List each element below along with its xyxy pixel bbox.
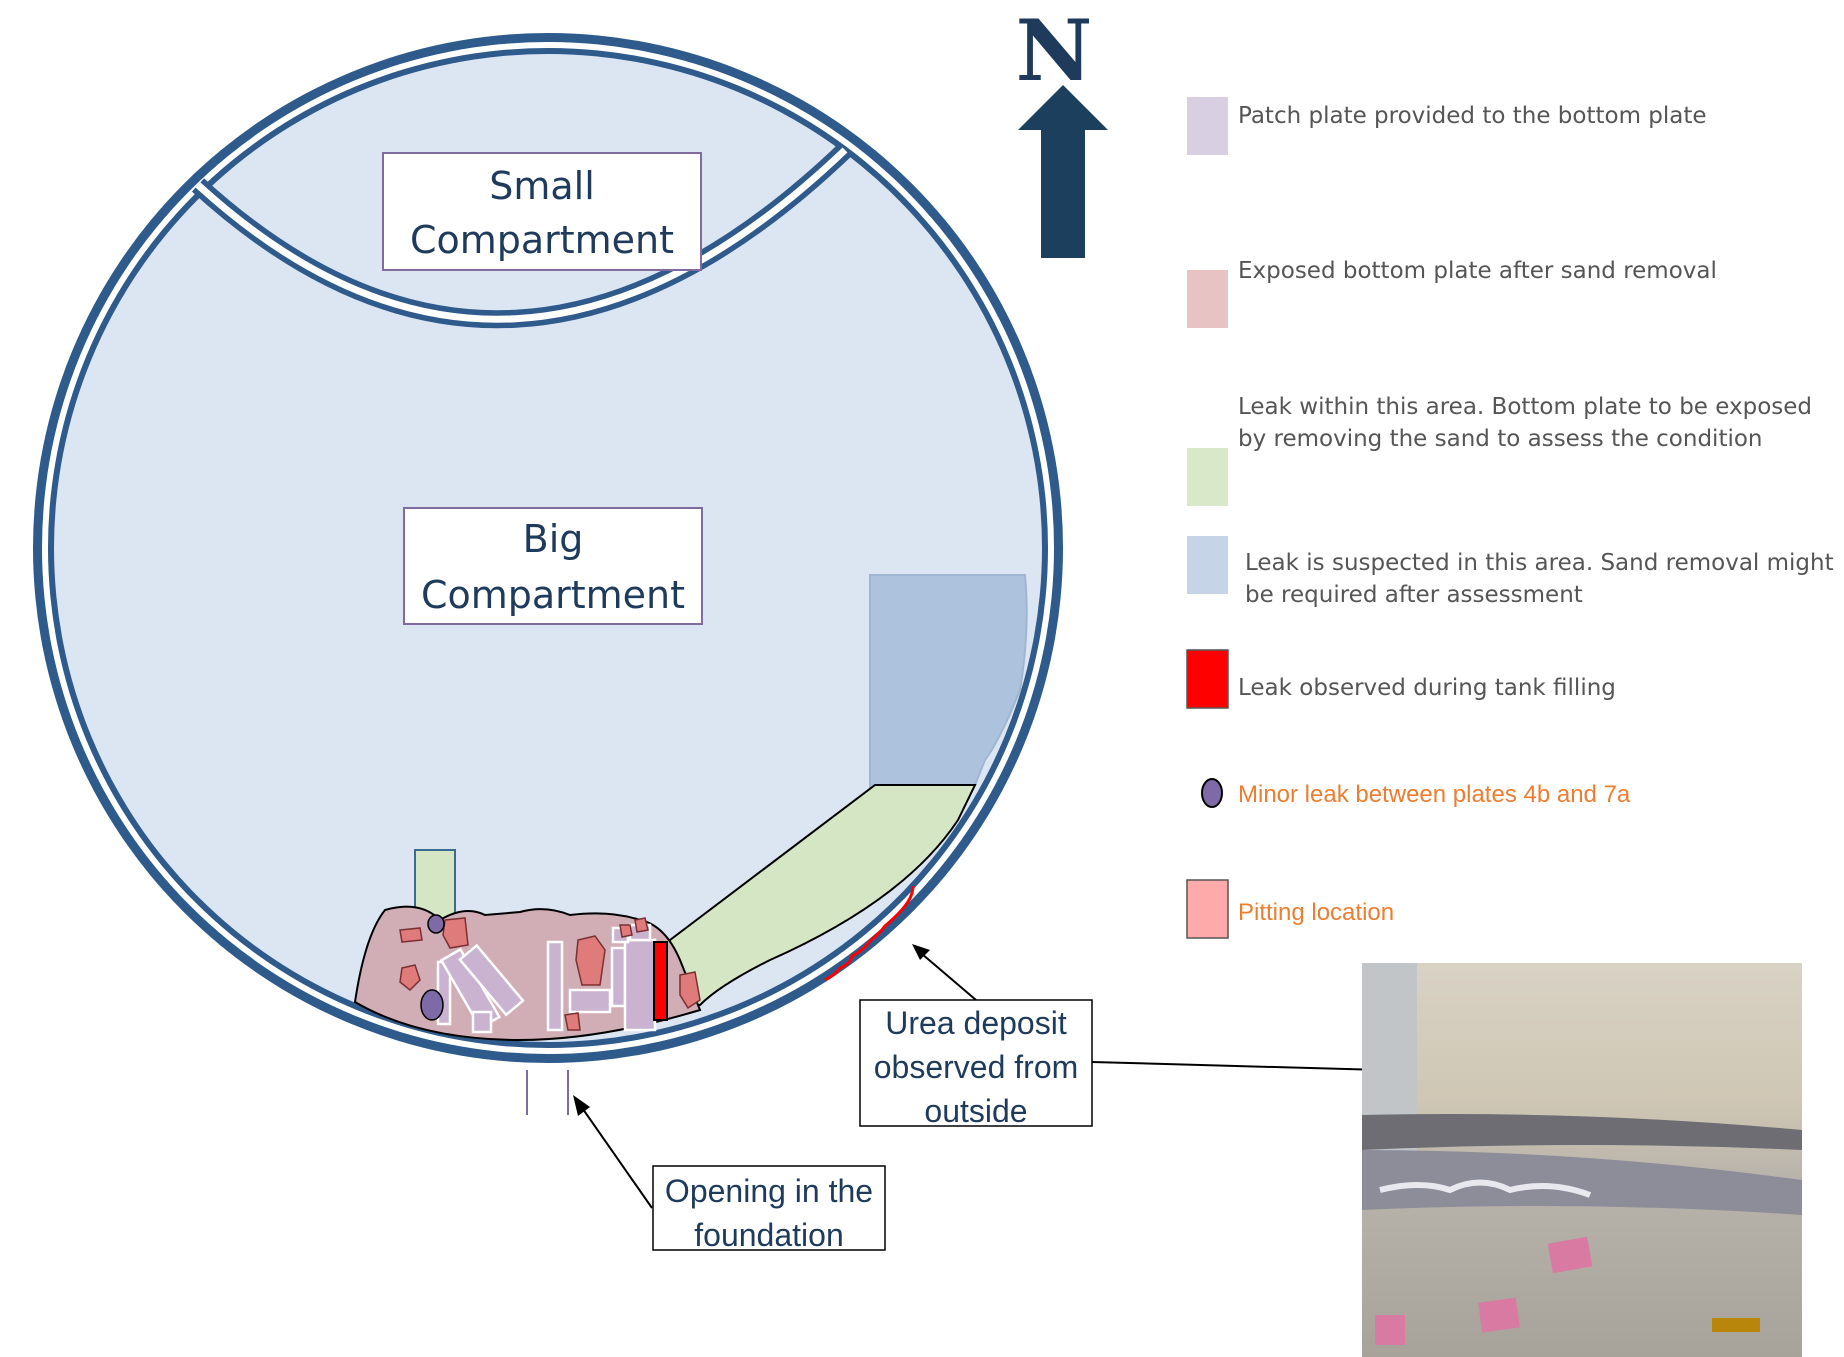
urea-callout-line2: observed from [874, 1049, 1079, 1085]
legend: Patch plate provided to the bottom plate… [1186, 97, 1834, 939]
legend-label: be required after assessment [1245, 582, 1583, 608]
legend-item: Patch plate provided to the bottom plate [1187, 97, 1707, 155]
minor-leak-markers [420, 914, 445, 1021]
patch-plates [436, 923, 657, 1034]
legend-label: Minor leak between plates 4b and 7a [1238, 781, 1631, 808]
legend-swatch [1201, 778, 1223, 808]
urea-deposit-mark [824, 885, 915, 982]
foundation-opening-lines [526, 1070, 569, 1115]
legend-label: Pitting location [1238, 899, 1394, 926]
opening-callout-line2: foundation [694, 1217, 843, 1253]
legend-label: Patch plate provided to the bottom plate [1238, 103, 1707, 129]
north-arrow-icon [1018, 85, 1108, 258]
big-compartment-label-line2: Compartment [421, 573, 685, 617]
north-arrow: N [1016, 1, 1108, 258]
urea-callout-line3: outside [924, 1093, 1027, 1129]
legend-swatch [1187, 270, 1228, 328]
legend-swatch [1187, 97, 1228, 155]
legend-label: Leak is suspected in this area. Sand rem… [1245, 550, 1834, 576]
north-label: N [1016, 1, 1093, 100]
small-compartment-label-line1: Small [489, 164, 595, 208]
legend-swatch [1186, 879, 1229, 939]
legend-item: Exposed bottom plate after sand removal [1187, 258, 1717, 328]
small-compartment-label-line2: Compartment [410, 218, 674, 262]
leak-observed-bar [653, 941, 668, 1021]
legend-swatch [1186, 649, 1229, 709]
urea-deposit-photo [1362, 963, 1802, 1357]
legend-item: Leak observed during tank filling [1186, 649, 1616, 709]
urea-deposit-callout: Urea deposit observed from outside [859, 944, 1388, 1129]
compartment-divider [191, 143, 852, 329]
legend-label: by removing the sand to assess the condi… [1238, 426, 1763, 452]
opening-callout: Opening in the foundation [573, 1095, 886, 1253]
suspected-leak-area [869, 574, 1028, 792]
legend-label: Exposed bottom plate after sand removal [1238, 258, 1717, 284]
big-compartment-label-line1: Big [523, 517, 584, 561]
legend-label: Leak observed during tank filling [1238, 675, 1616, 701]
legend-swatch [1187, 448, 1228, 506]
legend-item: Minor leak between plates 4b and 7a [1201, 778, 1631, 808]
legend-label: Leak within this area. Bottom plate to b… [1238, 394, 1812, 420]
leak-within-area [668, 784, 977, 1006]
legend-swatch [1187, 536, 1228, 594]
pitting-locations [399, 917, 701, 1031]
opening-callout-line1: Opening in the [665, 1173, 873, 1209]
legend-item: Leak within this area. Bottom plate to b… [1187, 394, 1812, 506]
legend-item: Leak is suspected in this area. Sand rem… [1187, 536, 1834, 608]
small-compartment-label-box: Small Compartment [382, 152, 702, 271]
big-compartment-label-box: Big Compartment [403, 507, 703, 625]
legend-item: Pitting location [1186, 879, 1394, 939]
urea-callout-line1: Urea deposit [885, 1005, 1067, 1041]
